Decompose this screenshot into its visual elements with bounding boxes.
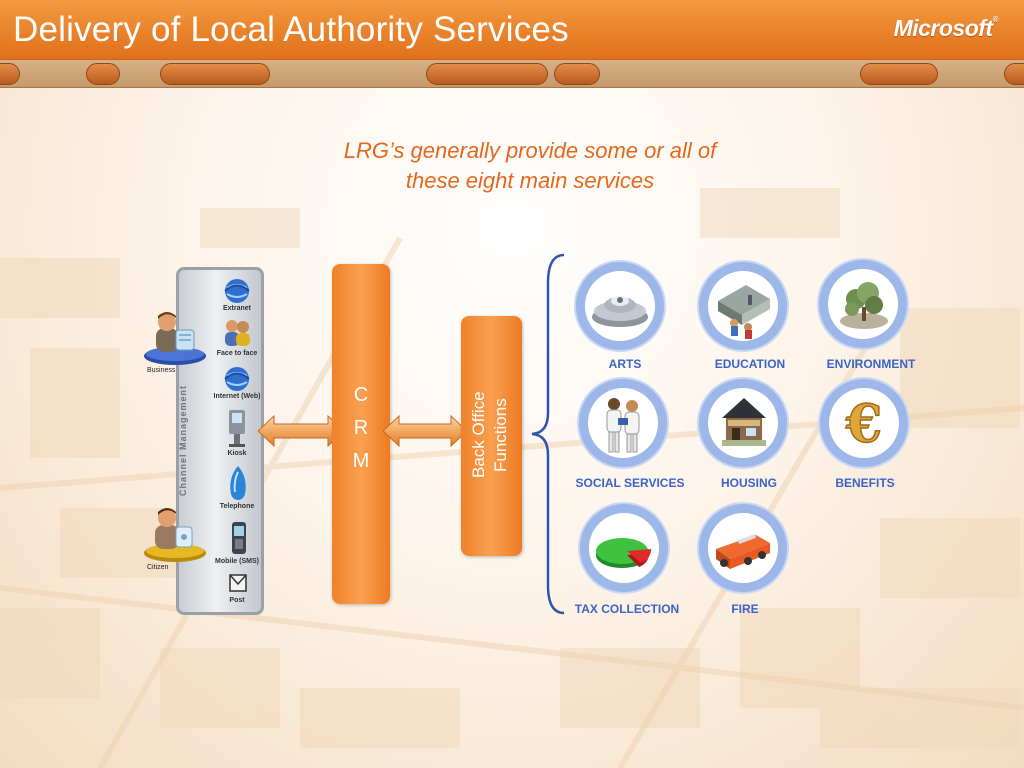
service-circle-inner bbox=[589, 513, 659, 583]
service-circle-social-services bbox=[577, 377, 669, 469]
microsoft-logo: Microsoft® bbox=[893, 15, 999, 42]
crm-letter-r: R bbox=[353, 417, 369, 439]
service-label-fire: FIRE bbox=[731, 602, 759, 616]
extranet-globe-icon bbox=[224, 279, 250, 303]
school-icon bbox=[718, 285, 770, 339]
logo-text: Microsoft bbox=[893, 15, 994, 41]
service-circle-tax-collection bbox=[578, 502, 670, 594]
strip-pill bbox=[86, 63, 120, 85]
service-circle-education bbox=[697, 260, 789, 352]
service-circle-inner bbox=[708, 513, 778, 583]
subtitle-line-2: these eight main services bbox=[405, 168, 655, 193]
strip-pill bbox=[554, 63, 600, 85]
subtitle-line-1: LRG’s generally provide some or all of bbox=[343, 138, 717, 163]
service-circle-fire bbox=[697, 502, 789, 594]
service-circle-inner bbox=[708, 388, 778, 458]
service-label-benefits: BENEFITS bbox=[835, 476, 895, 490]
double-arrow-crm-backoffice bbox=[383, 414, 467, 448]
social-workers-icon bbox=[606, 398, 640, 453]
pie-chart-icon bbox=[596, 538, 651, 568]
crm-letter-m: M bbox=[352, 450, 370, 472]
service-circle-inner bbox=[585, 271, 655, 341]
service-circle-inner bbox=[588, 388, 658, 458]
service-circle-inner bbox=[828, 269, 898, 339]
citizen-label: Citizen bbox=[147, 564, 169, 571]
internet-globe-icon bbox=[224, 367, 250, 391]
crm-letter-c: C bbox=[353, 384, 369, 406]
kiosk-icon bbox=[229, 410, 245, 447]
crm-box bbox=[332, 264, 390, 604]
strip-pill bbox=[160, 63, 270, 85]
service-label-housing: HOUSING bbox=[720, 476, 777, 490]
service-circle-inner: € bbox=[829, 388, 899, 458]
service-label-education: EDUCATION bbox=[714, 357, 786, 371]
services-bracket bbox=[531, 253, 565, 615]
service-circle-arts bbox=[574, 260, 666, 352]
city-background-image bbox=[0, 188, 1024, 768]
euro-icon: € bbox=[844, 393, 883, 456]
strip-pill bbox=[426, 63, 548, 85]
logo-registered-mark: ® bbox=[992, 15, 999, 24]
channel-management-label: Channel Management bbox=[178, 384, 188, 496]
channel-label-face-to-face: Face to face bbox=[216, 350, 258, 357]
back-office-line-1: Back Office bbox=[469, 391, 488, 479]
channel-label-internet: Internet (Web) bbox=[213, 393, 261, 400]
channel-label-extranet: Extranet bbox=[222, 305, 251, 312]
channel-label-mobile: Mobile (SMS) bbox=[215, 558, 259, 565]
theatre-icon bbox=[592, 296, 648, 327]
service-label-social-services: SOCIAL SERVICES bbox=[575, 476, 685, 490]
strip-pill bbox=[0, 63, 20, 85]
header-bar: Delivery of Local Authority Services Mic… bbox=[0, 0, 1024, 60]
back-office-box bbox=[461, 316, 522, 556]
service-label-arts: ARTS bbox=[608, 357, 642, 371]
decorative-strip bbox=[0, 60, 1024, 88]
service-label-environment: ENVIRONMENT bbox=[826, 357, 916, 371]
fire-engine-icon bbox=[716, 534, 770, 569]
channel-label-telephone: Telephone bbox=[219, 503, 255, 510]
strip-pill bbox=[860, 63, 938, 85]
citizen-person-icon bbox=[144, 508, 206, 562]
double-arrow-channels-crm bbox=[258, 414, 344, 448]
business-label: Business bbox=[147, 367, 176, 374]
subtitle: LRG’s generally provide some or all of t… bbox=[280, 136, 780, 196]
face-to-face-people-icon bbox=[225, 320, 250, 346]
service-circle-benefits: € bbox=[818, 377, 910, 469]
mobile-phone-icon bbox=[232, 522, 246, 554]
slide-title: Delivery of Local Authority Services bbox=[13, 10, 569, 49]
back-office-label: Back Office Functions bbox=[468, 375, 516, 495]
house-icon bbox=[722, 398, 766, 446]
tree-icon bbox=[840, 282, 888, 329]
channel-label-post: Post bbox=[229, 597, 245, 604]
service-circle-housing bbox=[697, 377, 789, 469]
service-label-tax-collection: TAX COLLECTION bbox=[574, 602, 680, 616]
post-envelope-icon bbox=[229, 574, 247, 592]
business-person-icon bbox=[144, 312, 206, 365]
strip-pill bbox=[1004, 63, 1024, 85]
back-office-line-2: Functions bbox=[491, 398, 510, 472]
service-circle-environment bbox=[817, 258, 909, 350]
channel-label-kiosk: Kiosk bbox=[227, 450, 247, 457]
svg-text:€: € bbox=[845, 394, 882, 455]
telephone-icon bbox=[230, 466, 246, 500]
service-circle-inner bbox=[708, 271, 778, 341]
